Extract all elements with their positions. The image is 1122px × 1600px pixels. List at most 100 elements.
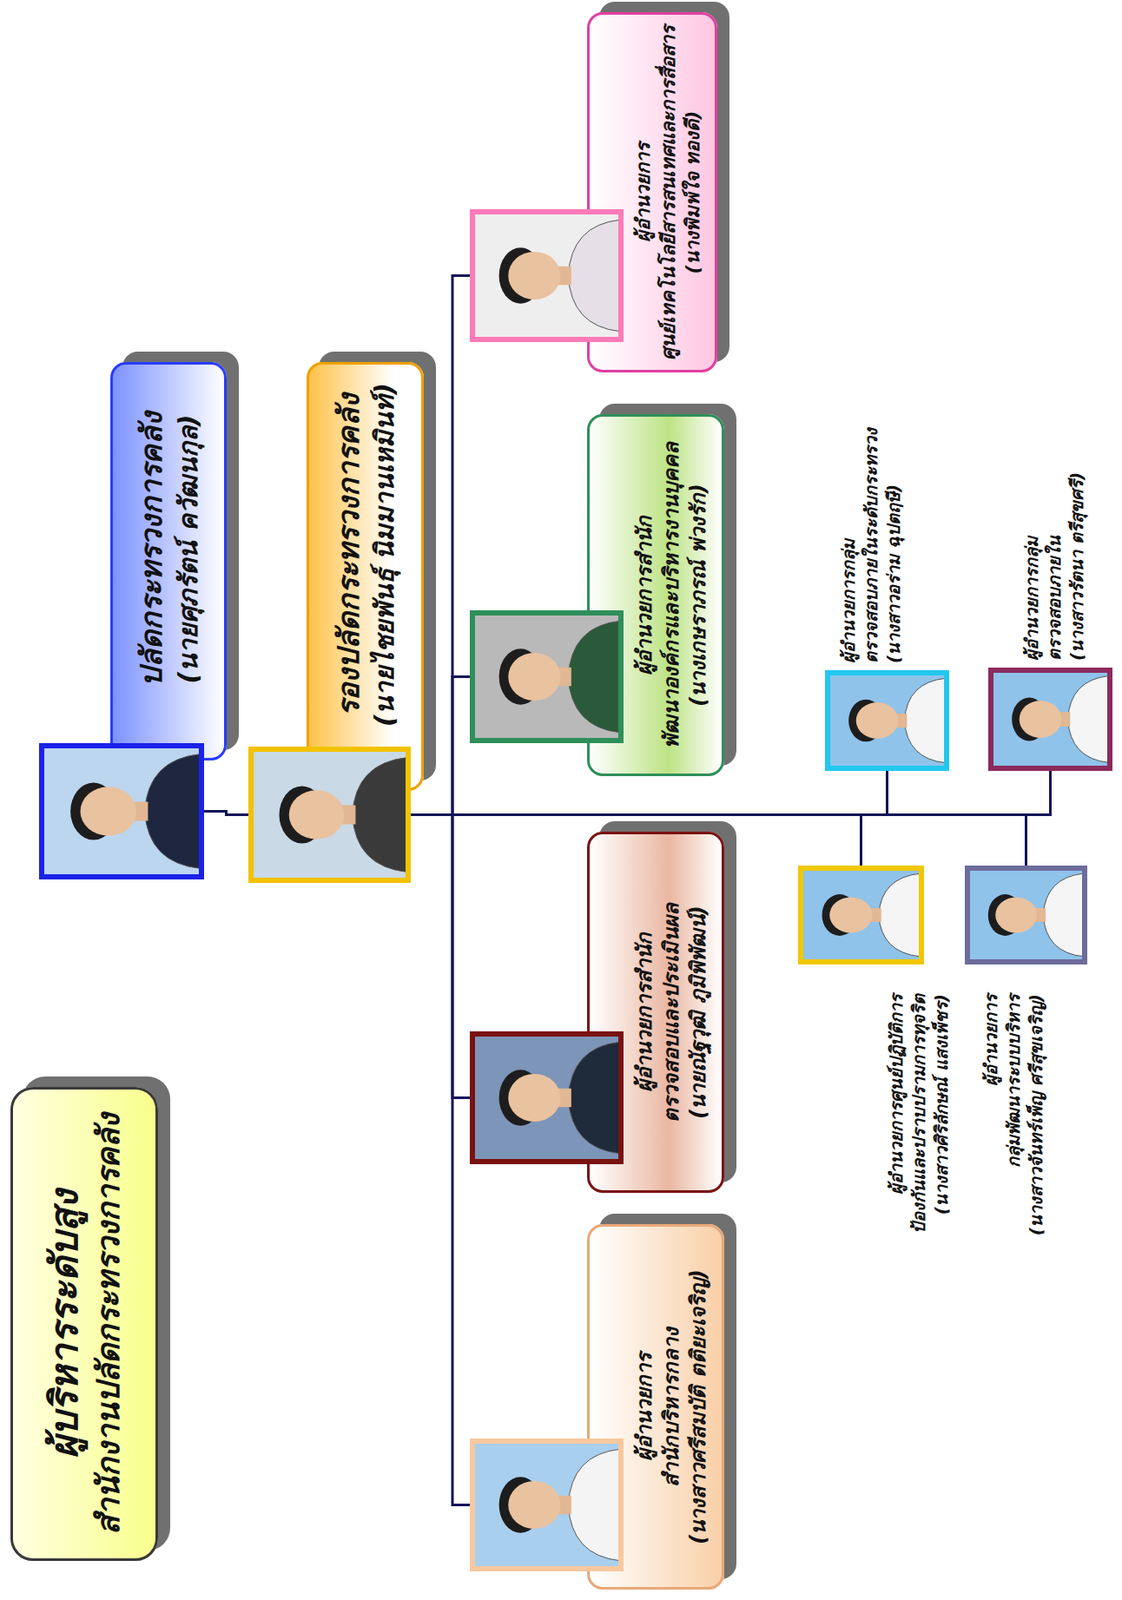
person-name: (นางสาวรัตนา ตรีสุขศรี)	[1065, 472, 1089, 661]
name-label: ผู้อำนวยการกลุ่มตรวจสอบภายใน(นางสาวรัตนา…	[1020, 472, 1089, 661]
photo-background	[41, 745, 202, 878]
heading-panel: ผู้บริหารระดับสูงสำนักงานปลัดกระทรวงการค…	[10, 1087, 159, 1562]
name-label: ผู้อำนวยการกลุ่มตรวจสอบภายในระดับกระทรวง…	[837, 428, 905, 664]
portrait-svg	[248, 746, 411, 884]
title-box: ปลัดกระทรวงการคลัง(นายศุภรัตน์ ควัฒนกุล)	[110, 362, 227, 761]
photo-frame	[800, 868, 922, 963]
person-name: (นางสาวศรีสมบัติ ตติยะเจริญ)	[685, 1269, 713, 1545]
portrait-body	[1042, 873, 1084, 957]
group-director-card: ผู้อำนวยการกลุ่มตรวจสอบภายในระดับกระทรวง…	[825, 670, 950, 772]
portrait-body	[567, 620, 621, 733]
position-title: ศูนย์เทคโนโลยีสารสนเทศและการสื่อสาร	[656, 25, 682, 361]
position-title: พัฒนาองค์กรและบริหารงานบุคคล	[658, 442, 686, 749]
position-title: ผู้อำนวยการศูนย์ปฏิบัติการ	[884, 994, 908, 1195]
portrait-svg	[964, 865, 1088, 965]
org-connector	[410, 771, 888, 816]
portrait-photo	[798, 865, 924, 965]
photo-background	[990, 670, 1110, 769]
portrait-body	[904, 678, 946, 763]
photo-frame	[472, 613, 621, 741]
portrait-body	[352, 758, 408, 873]
portrait-svg	[825, 670, 950, 772]
portrait-body	[567, 1449, 621, 1562]
portrait-photo	[988, 667, 1113, 772]
portrait-photo	[964, 865, 1088, 965]
portrait-photo	[469, 209, 624, 343]
org-connector	[410, 815, 470, 1506]
position-title: ป้องกันและปราบปรามการทุจริต	[907, 994, 931, 1235]
photo-background	[472, 211, 621, 340]
portrait-photo	[825, 670, 950, 772]
portrait-photo	[248, 746, 411, 884]
portrait-svg	[988, 667, 1113, 772]
heading-text: สำนักงานปลัดกระทรวงการคลัง	[88, 1113, 130, 1536]
photo-frame	[472, 1441, 621, 1570]
photo-background	[472, 1034, 621, 1162]
group-director-card: ผู้อำนวยการศูนย์ปฏิบัติการป้องกันและปราบ…	[798, 865, 924, 965]
portrait-body	[1068, 676, 1109, 764]
photo-background	[472, 1441, 621, 1570]
position-title: กลุ่มพัฒนาระบบบริหาร	[1002, 994, 1025, 1169]
portrait-svg	[469, 610, 624, 744]
group-director-card: ผู้อำนวยการกลุ่มตรวจสอบภายใน(นางสาวรัตนา…	[988, 667, 1113, 772]
name-label: ผู้อำนวยการกลุ่มพัฒนาระบบบริหาร(นางสาวจั…	[979, 994, 1048, 1236]
portrait-photo	[469, 1031, 624, 1165]
portrait-body	[567, 219, 621, 332]
name-label: ผู้อำนวยการศูนย์ปฏิบัติการป้องกันและปราบ…	[884, 994, 953, 1235]
position-title: ผู้อำนวยการ	[631, 142, 657, 243]
portrait-face	[289, 790, 345, 840]
org-connector	[410, 815, 470, 1099]
portrait-face	[80, 786, 138, 837]
position-title: ผู้อำนวยการสำนัก	[631, 932, 659, 1093]
person-name: (นางพิมพ์ใจ ทองดี)	[680, 111, 707, 275]
position-title: ผู้อำนวยการ	[979, 994, 1003, 1087]
portrait-photo	[469, 610, 624, 744]
photo-frame	[472, 1034, 621, 1162]
photo-background	[967, 868, 1085, 963]
org-connector	[410, 771, 1051, 816]
portrait-face	[829, 897, 872, 933]
position-title: ผู้อำนวยการ	[631, 1353, 659, 1462]
portrait-face	[508, 1074, 561, 1122]
photo-frame	[967, 868, 1085, 963]
portrait-photo	[469, 1438, 624, 1572]
position-title: สำนักบริหารกลาง	[658, 1327, 686, 1488]
position-title: ปลัดกระทรวงการคลัง	[132, 411, 171, 687]
person-name: (นางสาวอร่าม ฉุปตฤษี)	[882, 484, 905, 664]
person-name: (นายไชยพันธุ์ นิมมานเหมินท์)	[367, 382, 402, 727]
position-title: ตรวจสอบภายใน	[1042, 535, 1066, 661]
portrait-svg	[469, 209, 624, 343]
group-director-card: ผู้อำนวยการกลุ่มพัฒนาระบบบริหาร(นางสาวจั…	[964, 865, 1088, 965]
portrait-body	[878, 873, 921, 957]
portrait-svg	[469, 1438, 624, 1572]
photo-background	[472, 613, 621, 741]
portrait-face	[856, 702, 899, 740]
heading-text: ผู้บริหารระดับสูง	[39, 1190, 89, 1459]
position-title: ตรวจสอบและประเมินผล	[658, 903, 686, 1123]
portrait-body	[145, 754, 201, 870]
photo-frame	[250, 749, 409, 881]
portrait-face	[1019, 700, 1063, 739]
title-box: รองปลัดกระทรวงการคลัง(นายไชยพันธุ์ นิมมา…	[306, 362, 424, 792]
person-name: (นายณัฐวุฒิ ภูมิพิพัฒน์)	[685, 905, 713, 1119]
portrait-photo	[39, 743, 205, 880]
photo-frame	[41, 745, 202, 878]
position-title: รองปลัดกระทรวงการคลัง	[329, 393, 368, 717]
portrait-svg	[798, 865, 924, 965]
photo-background	[250, 749, 409, 881]
person-name: (นางเกษราภรณ์ พ่วงรัก)	[685, 483, 713, 707]
portrait-face	[508, 653, 561, 701]
person-name: (นางสาวจันทร์เพ็ญ ศรีสุขเจริญ)	[1024, 994, 1048, 1236]
portrait-svg	[39, 743, 205, 880]
photo-background	[827, 673, 947, 769]
photo-frame	[990, 670, 1110, 769]
portrait-face	[508, 1481, 561, 1530]
portrait-face	[508, 251, 561, 300]
person-name: (นางสาวศิริลักษณ์ แสงเพ็ชร)	[930, 994, 953, 1215]
position-title: ตรวจสอบภายในระดับกระทรวง	[859, 428, 883, 664]
position-title: ผู้อำนวยการกลุ่ม	[1020, 536, 1043, 661]
position-title: ผู้อำนวยการสำนัก	[631, 515, 659, 676]
photo-background	[800, 868, 922, 963]
position-title: ผู้อำนวยการกลุ่ม	[837, 539, 860, 664]
